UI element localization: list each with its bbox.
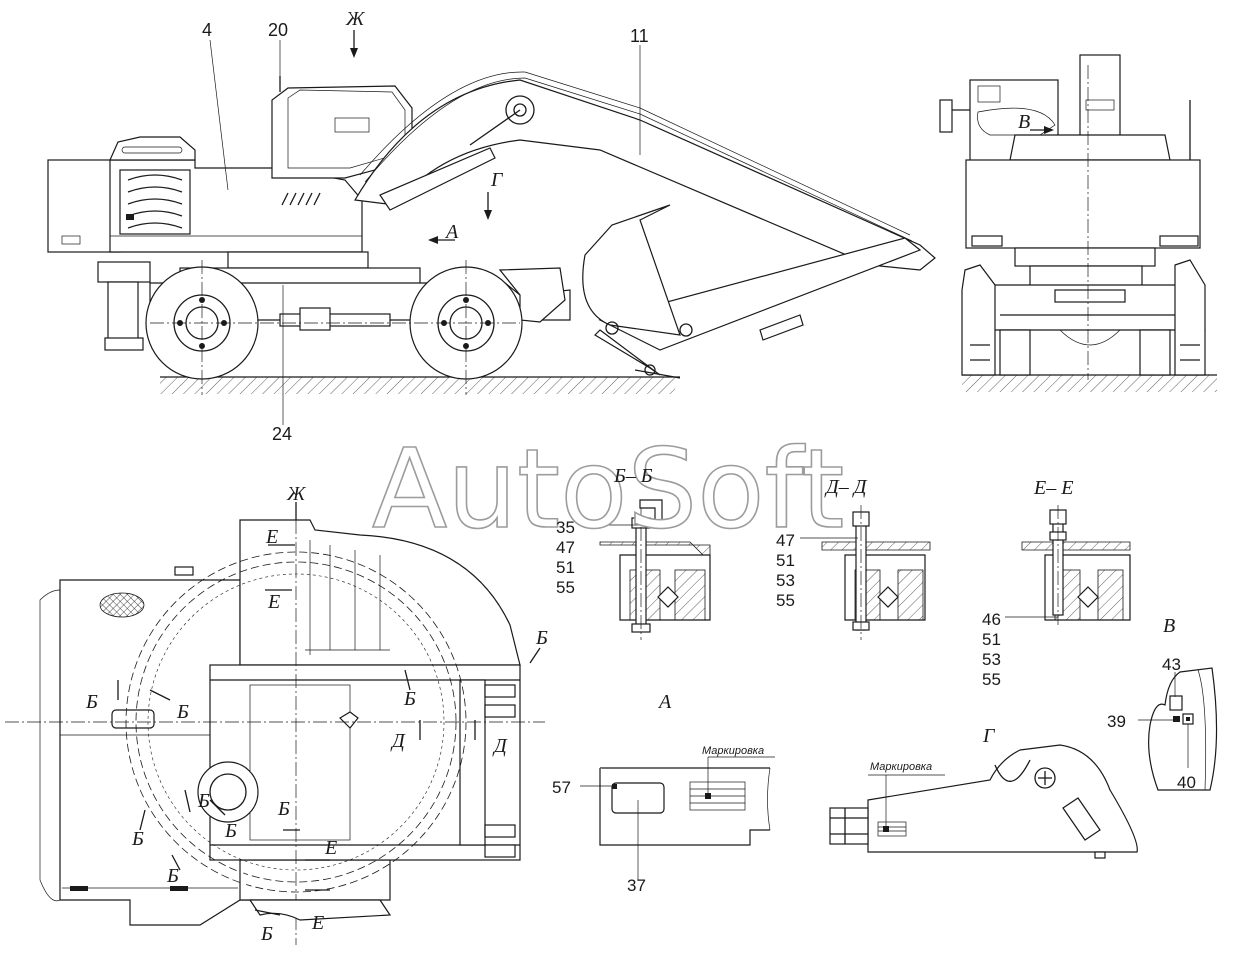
view-title-g: Г bbox=[982, 725, 996, 747]
callout-53c: 53 bbox=[982, 650, 1001, 669]
view-letter-zh-top: Ж bbox=[345, 8, 366, 30]
section-ee bbox=[1021, 505, 1131, 625]
callout-4: 4 bbox=[202, 20, 212, 40]
view-letter-d-2: Д bbox=[492, 735, 508, 757]
view-v-detail bbox=[1138, 667, 1218, 791]
view-letter-b-5: Б bbox=[197, 790, 210, 812]
callout-11: 11 bbox=[630, 26, 649, 46]
section-dd bbox=[821, 505, 931, 640]
view-letter-e-2: Е bbox=[267, 591, 280, 613]
view-letter-e-4: Е bbox=[311, 912, 324, 934]
callout-51b: 51 bbox=[776, 551, 795, 570]
view-letter-b-2: Б bbox=[85, 691, 98, 713]
plan-view bbox=[5, 502, 545, 945]
section-bb bbox=[599, 499, 711, 640]
view-letter-g-side: Г bbox=[490, 169, 504, 191]
watermark-text: AutoSoft bbox=[372, 425, 844, 553]
view-letter-b-4: Б bbox=[403, 688, 416, 710]
callout-40: 40 bbox=[1177, 773, 1196, 792]
view-letter-b-6: Б bbox=[131, 828, 144, 850]
view-title-a: А bbox=[657, 691, 672, 713]
callout-20: 20 bbox=[268, 20, 288, 40]
view-letter-zh-plan: Ж bbox=[286, 483, 307, 505]
callout-47b: 47 bbox=[776, 531, 795, 550]
section-title-ee: Е– Е bbox=[1033, 477, 1073, 499]
callout-55a: 55 bbox=[556, 578, 575, 597]
marking-note-a: Маркировка bbox=[702, 745, 764, 757]
view-letter-b-1: Б bbox=[535, 627, 548, 649]
view-letter-b-10: Б bbox=[260, 923, 273, 945]
view-letter-b-3: Б bbox=[176, 701, 189, 723]
callout-43: 43 bbox=[1162, 655, 1181, 674]
view-letter-b-7: Б bbox=[224, 820, 237, 842]
callout-35: 35 bbox=[556, 518, 575, 537]
callout-53b: 53 bbox=[776, 571, 795, 590]
view-g-detail bbox=[829, 744, 1138, 859]
callout-55c: 55 bbox=[982, 670, 1001, 689]
callout-57: 57 bbox=[552, 778, 571, 797]
callout-24: 24 bbox=[272, 424, 292, 444]
callout-55b: 55 bbox=[776, 591, 795, 610]
callout-39: 39 bbox=[1107, 712, 1126, 731]
view-letter-d-1: Д bbox=[390, 730, 406, 752]
section-title-bb: Б– Б bbox=[613, 465, 653, 487]
view-letter-e-3: Е bbox=[324, 837, 337, 859]
view-letter-a-side: А bbox=[444, 221, 459, 243]
view-letter-b-8: Б bbox=[277, 798, 290, 820]
front-view-excavator bbox=[939, 54, 1217, 392]
callout-46: 46 bbox=[982, 610, 1001, 629]
view-letter-e-1: Е bbox=[265, 526, 278, 548]
section-title-dd: Д– Д bbox=[824, 476, 868, 498]
view-a-detail bbox=[580, 756, 775, 880]
view-title-v: В bbox=[1163, 615, 1175, 637]
side-view-excavator bbox=[47, 30, 936, 425]
callout-51a: 51 bbox=[556, 558, 575, 577]
callout-47a: 47 bbox=[556, 538, 575, 557]
callout-51c: 51 bbox=[982, 630, 1001, 649]
marking-note-g: Маркировка bbox=[870, 761, 932, 773]
view-letter-v-right: В bbox=[1018, 111, 1030, 133]
callout-37: 37 bbox=[627, 876, 646, 895]
view-letter-b-9: Б bbox=[166, 865, 179, 887]
